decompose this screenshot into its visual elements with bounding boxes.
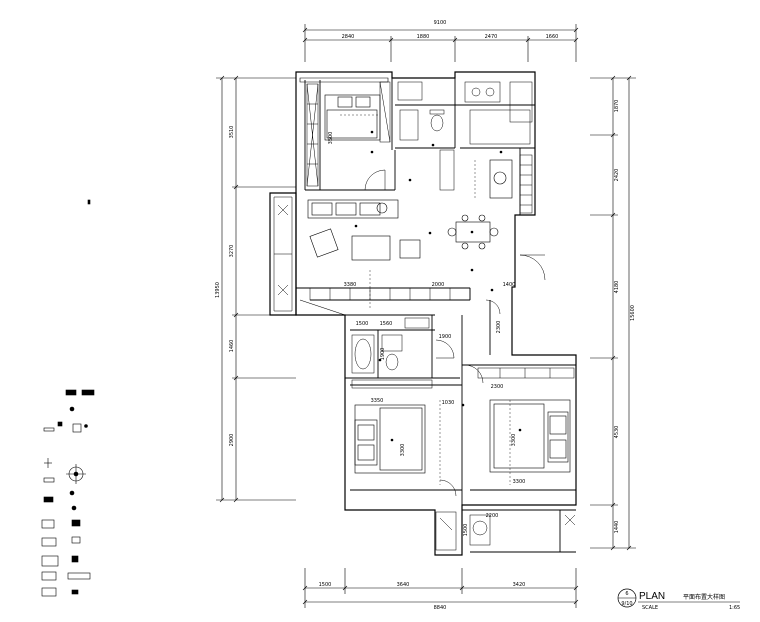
bath-fixtures-bottom [351, 317, 491, 546]
ceiling-lines [340, 114, 511, 485]
scale-ratio: 1:65 [729, 605, 740, 611]
left-dim-3: 1460 [229, 340, 235, 353]
left-overall-dim: 13950 [215, 282, 221, 298]
room-labels: 3500 3380 2000 1400 1500 1560 1900 1900 … [328, 132, 525, 537]
dimension-labels: 9100 2840 1880 2470 1660 8840 1500 3640 … [215, 20, 636, 611]
label-bath-h: 1900 [380, 348, 386, 361]
top-dim-2: 1880 [417, 34, 430, 40]
label-corridor-v: 2300 [496, 321, 502, 334]
dining-set [447, 159, 513, 250]
top-dim-1: 2840 [342, 34, 355, 40]
sheet-number: 6 [625, 591, 628, 597]
right-dim-4: 4530 [614, 426, 620, 439]
symbol-legend [41, 199, 95, 597]
left-dim-1: 3510 [229, 126, 235, 139]
label-corridor-w: 1400 [503, 282, 516, 288]
right-dim-5: 1440 [614, 521, 620, 534]
scale-label: SCALE [642, 605, 658, 611]
left-dim-2: 3270 [229, 245, 235, 258]
plan-title: PLAN [639, 591, 665, 602]
bed-bottom-left [354, 404, 426, 474]
bottom-dim-3: 3420 [513, 582, 526, 588]
left-dimension-chain [216, 75, 296, 503]
bottom-dimension-chain [302, 568, 579, 608]
right-dim-2: 2420 [614, 169, 620, 182]
sheet-ref: 9/10 [621, 601, 632, 607]
label-living-width: 3380 [344, 282, 357, 288]
bottom-dim-2: 3640 [397, 582, 410, 588]
door-swings [364, 169, 546, 497]
balcony-left [277, 204, 289, 296]
top-overall-dim: 9100 [434, 20, 447, 26]
left-dim-4: 2900 [229, 434, 235, 447]
plan-subtitle: 平面布置大样图 [683, 593, 725, 601]
label-bath-h2: 1900 [439, 334, 452, 340]
right-dim-1: 1870 [614, 100, 620, 113]
label-bath-w1: 1500 [356, 321, 369, 327]
exterior-walls [269, 71, 577, 556]
right-dimension-chain [590, 75, 636, 551]
living-furniture [299, 199, 421, 316]
label-balcony-side: 1500 [463, 524, 469, 537]
bed-bottom-right [489, 399, 571, 473]
bottom-overall-dim: 8840 [434, 605, 447, 611]
bed-top-left [324, 94, 381, 141]
label-living-mid: 2000 [432, 282, 445, 288]
label-balcony-w: 2200 [486, 513, 499, 519]
balcony-bottom [435, 511, 576, 551]
right-overall-dim: 15600 [630, 305, 636, 321]
bath-fixtures-top [397, 81, 533, 145]
label-bed-right-bottom: 3300 [513, 479, 526, 485]
label-closet-w: 1030 [442, 400, 455, 406]
top-dim-3: 2470 [485, 34, 498, 40]
light-fixtures [354, 130, 522, 442]
title-block: 6 9/10 PLAN 平面布置大样图 SCALE 1:65 [617, 588, 740, 611]
label-bed-left-w: 3350 [371, 398, 384, 404]
right-dim-3: 4180 [614, 281, 620, 294]
bottom-dim-1: 1500 [319, 582, 332, 588]
label-bedroom-top: 3500 [328, 132, 334, 145]
label-bed-left-h: 3300 [400, 444, 406, 457]
top-dim-4: 1660 [546, 34, 559, 40]
label-bath-w2: 1560 [380, 321, 393, 327]
label-bed-right-top: 2300 [491, 384, 504, 390]
wardrobes [306, 81, 575, 389]
top-dimension-chain [302, 24, 579, 62]
label-bed-right-h: 3300 [511, 434, 517, 447]
